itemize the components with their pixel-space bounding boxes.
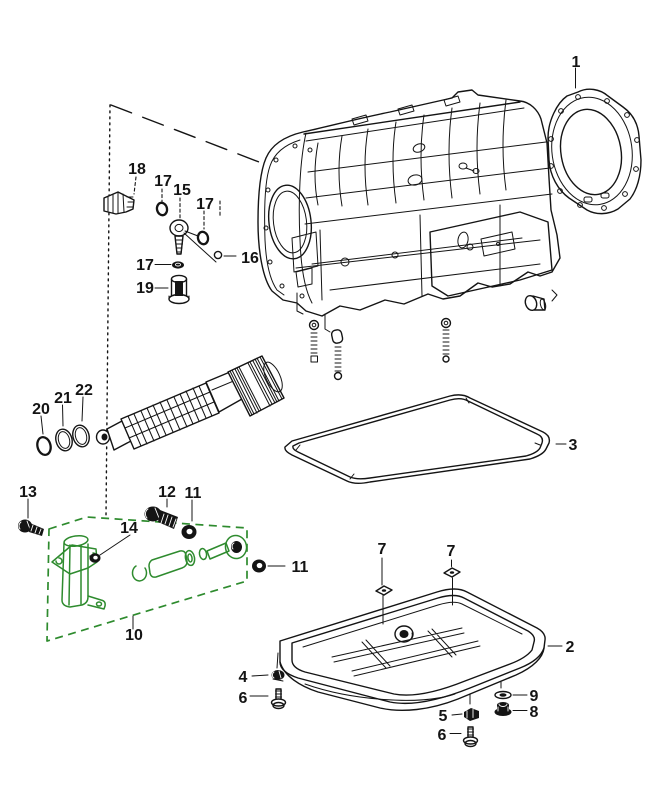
callout-17-b: 17: [196, 196, 214, 213]
oil-pan-drawing: 7 7 2 4 6 5 6 9 8: [239, 541, 575, 748]
callout-19: 19: [136, 280, 154, 297]
callout-6-a: 6: [239, 690, 248, 707]
construction-lines: [105, 104, 286, 517]
gasket-1-drawing: 1: [547, 54, 642, 215]
pump-body: [51, 535, 106, 610]
callout-7-b: 7: [447, 543, 456, 560]
callout-12: 12: [158, 484, 176, 501]
clip-5: [464, 708, 479, 721]
callout-13: 13: [19, 484, 37, 501]
case-studs: [296, 292, 452, 381]
callout-22: 22: [75, 382, 93, 399]
ring-14: [89, 553, 101, 563]
callout-1: 1: [572, 54, 581, 71]
callout-14: 14: [120, 520, 138, 537]
callout-17-c: 17: [136, 257, 154, 274]
washer-9: [494, 690, 512, 700]
pump-internal-parts: [131, 534, 248, 582]
callout-18: 18: [128, 161, 146, 178]
screw-13: [18, 519, 44, 536]
ring-11-upper: [181, 525, 197, 539]
transmission-case-drawing: [257, 89, 561, 381]
callout-6-b: 6: [438, 727, 447, 744]
callout-9: 9: [530, 688, 539, 705]
callout-15: 15: [173, 182, 191, 199]
callout-16: 16: [241, 250, 259, 267]
bolt-12: [144, 506, 178, 529]
callout-5: 5: [439, 708, 448, 725]
grommet-7-b: [443, 567, 461, 578]
callout-11-b: 11: [292, 559, 309, 576]
oil-pump-assembly: 13 12 11 14 10 11: [18, 484, 309, 644]
screw-6-b: [462, 726, 479, 748]
callout-4: 4: [239, 669, 248, 686]
screw-6-a: [270, 688, 287, 710]
pump-assembly-dashed-box: [46, 516, 248, 642]
callout-10: 10: [125, 627, 143, 644]
callout-11-a: 11: [185, 485, 202, 502]
callout-21: 21: [54, 390, 72, 407]
grommet-7-a: [375, 585, 393, 596]
callout-2: 2: [566, 639, 575, 656]
clip-nut-4: [271, 670, 285, 682]
callout-7-a: 7: [378, 541, 387, 558]
bell-flange-bolt-holes: [263, 143, 313, 299]
gasket-1-bolt-holes: [548, 94, 640, 211]
plug-seal-cluster: 18 17 15 17 16 17 19: [103, 161, 259, 305]
ring-11-lower: [252, 559, 266, 573]
nut-8: [494, 702, 512, 716]
input-shaft-drawing: 20 21 22: [32, 355, 285, 457]
gasket-3-drawing: 3: [284, 394, 578, 484]
callout-20: 20: [32, 401, 50, 418]
case-plug: [524, 289, 558, 312]
callout-17-a: 17: [154, 173, 172, 190]
callout-8: 8: [530, 704, 539, 721]
callout-3: 3: [569, 437, 578, 454]
